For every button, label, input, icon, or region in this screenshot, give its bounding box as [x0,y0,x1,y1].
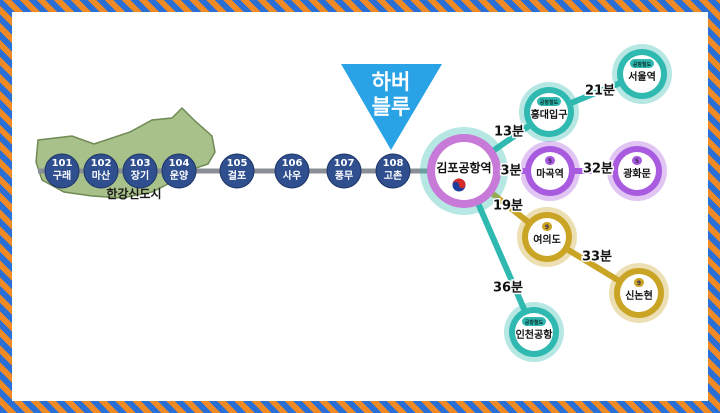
hub-name: 김포공항역 [436,160,491,175]
station-code: 108 [383,158,404,169]
station-code: 101 [52,158,73,169]
line-badge [630,59,654,68]
station-code: 106 [282,158,303,169]
line-badge-text: 5 [635,158,639,165]
line-badge [542,222,552,231]
station-code: 104 [169,158,190,169]
destination-name: 홍대입구 [531,108,568,121]
area-label: 한강신도시 [106,186,161,201]
station-code: 103 [130,158,151,169]
destination-name: 서울역 [628,70,656,83]
station-name: 운양 [170,170,189,182]
travel-time-sinnonhyeon: 33분 [582,250,612,265]
line-badge [632,156,642,165]
line-badge [634,278,644,287]
line-badge-text: 공항철도 [540,99,559,106]
line-badge [537,97,561,106]
station-code: 102 [91,158,112,169]
hub-station[interactable]: 김포공항역 [420,127,508,215]
station-name: 풍무 [335,170,353,182]
line-badge-text: 공항철도 [633,61,652,68]
station-name: 구래 [53,169,71,182]
line-badge [522,317,546,326]
destination-name: 여의도 [533,233,561,246]
station-name: 걸포 [228,169,246,182]
destination-name: 신논현 [625,289,653,302]
travel-time-hongdae: 13분 [494,125,524,140]
destination-sinnonhyeon[interactable]: 9 신논현 [609,263,669,323]
station-name: 장기 [131,169,149,182]
destination-yeouido[interactable]: 9 여의도 [517,207,577,267]
line-badge-text: 5 [548,158,552,165]
destination-gwanghwamun[interactable]: 5 광화문 [607,141,667,201]
travel-time-incheon: 36분 [493,281,523,296]
line-badge [545,156,555,165]
route-map: 한강신도시 하버 블루 101구래102마산103장기104운양105걸포106… [35,44,672,362]
destination-magok[interactable]: 5 마곡역 [520,141,580,201]
travel-time-gwanghwamun: 32분 [583,162,613,177]
travel-time-group: 13분 21분 3분 32분 19분 33분 36분 [491,82,616,297]
line-badge-text: 9 [637,280,641,287]
line-name-pointer [341,64,442,150]
travel-time-seoul: 21분 [585,84,615,99]
station-name: 고촌 [384,169,402,182]
line-name-line1: 하버 [372,70,411,94]
station-code: 105 [227,158,248,169]
line-badge-text: 9 [545,224,549,231]
destination-name: 인천공항 [516,328,554,341]
line-badge-text: 공항철도 [525,319,544,326]
travel-time-yeouido: 19분 [493,199,523,214]
station-code: 107 [334,158,355,169]
station-name: 사우 [283,169,301,182]
station-name: 마산 [92,169,111,182]
destination-name: 마곡역 [536,167,564,180]
travel-time-magok: 3분 [500,164,521,179]
line-name-line2: 블루 [372,95,411,119]
taegeuk-icon [452,178,466,192]
destination-name: 광화문 [623,168,651,180]
